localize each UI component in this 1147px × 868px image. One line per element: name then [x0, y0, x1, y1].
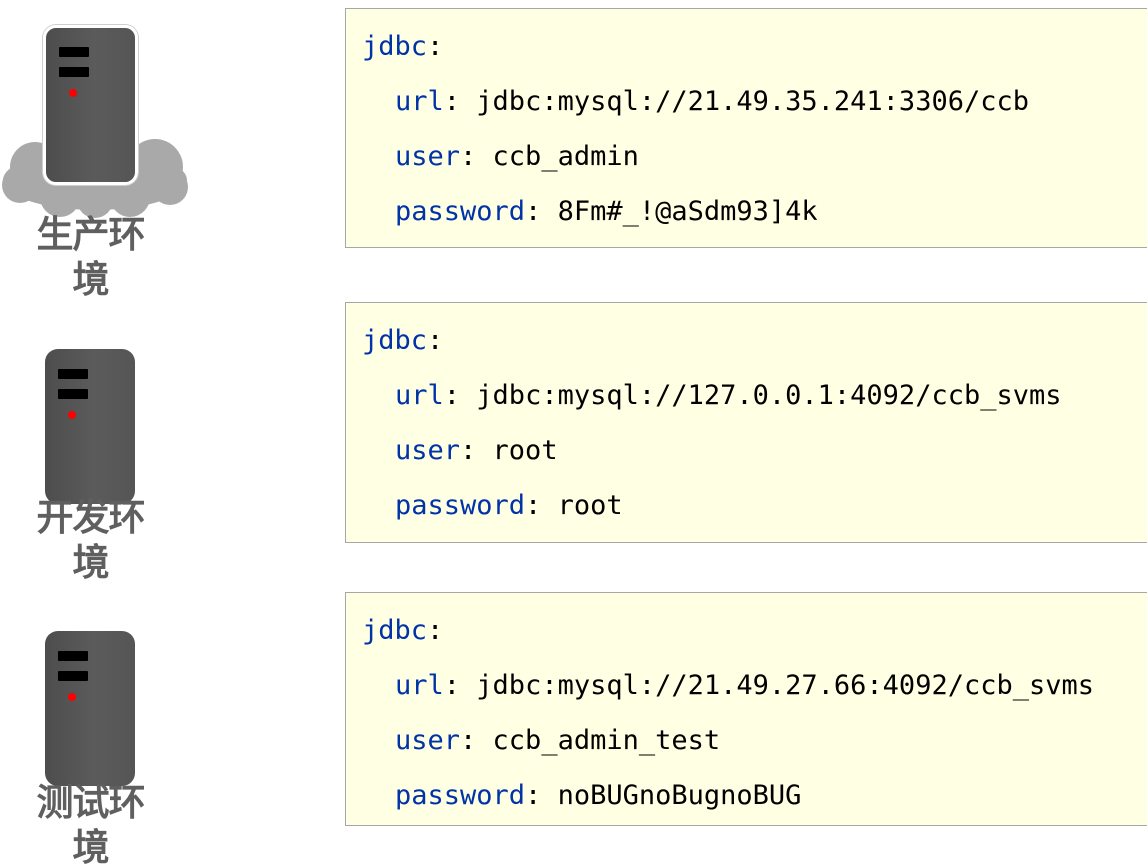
colon: :	[525, 196, 558, 227]
config-value: ccb_admin	[492, 141, 639, 172]
config-root-line: jdbc:	[362, 321, 1147, 376]
config-value: noBUGnoBugnoBUG	[557, 780, 802, 811]
colon: :	[443, 86, 477, 117]
config-url-line: url: jdbc:mysql://21.49.35.241:3306/ccb	[362, 82, 1147, 137]
colon: :	[427, 31, 444, 62]
drive-slot	[58, 369, 88, 379]
config-key: url	[395, 86, 444, 117]
config-root-line: jdbc:	[362, 611, 1147, 666]
colon: :	[427, 615, 444, 646]
config-value: ccb_admin_test	[492, 725, 721, 756]
server-icon	[45, 349, 135, 504]
drive-slot	[58, 389, 88, 399]
status-led	[68, 411, 76, 419]
config-key: jdbc	[362, 615, 428, 646]
drive-slot	[59, 47, 89, 57]
config-password-line: password: noBUGnoBugnoBUG	[362, 776, 1147, 831]
colon: :	[460, 725, 493, 756]
config-key: user	[395, 141, 461, 172]
drive-slot	[59, 67, 89, 77]
config-value: root	[492, 435, 558, 466]
config-key: url	[395, 670, 444, 701]
colon: :	[525, 780, 558, 811]
drive-slot	[58, 651, 88, 661]
server-icon	[43, 25, 138, 185]
status-led	[69, 89, 77, 97]
config-key: url	[395, 380, 444, 411]
config-box-test: jdbc: url: jdbc:mysql://21.49.27.66:4092…	[345, 592, 1147, 826]
status-led	[68, 693, 76, 701]
config-key: password	[395, 780, 526, 811]
colon: :	[460, 141, 493, 172]
drive-slot	[58, 671, 88, 681]
config-box-development: jdbc: url: jdbc:mysql://127.0.0.1:4092/c…	[345, 302, 1147, 543]
config-box-production: jdbc: url: jdbc:mysql://21.49.35.241:330…	[345, 8, 1147, 248]
config-url-line: url: jdbc:mysql://127.0.0.1:4092/ccb_svm…	[362, 376, 1147, 431]
config-user-line: user: root	[362, 431, 1147, 486]
env-label-production: 生产环境	[36, 213, 146, 301]
config-user-line: user: ccb_admin_test	[362, 721, 1147, 776]
colon: :	[460, 435, 493, 466]
config-root-line: jdbc:	[362, 27, 1147, 82]
colon: :	[443, 670, 477, 701]
config-key: user	[395, 435, 461, 466]
env-label-test: 测试环境	[36, 781, 146, 868]
config-value: jdbc:mysql://21.49.27.66:4092/ccb_svms	[476, 670, 1095, 701]
env-label-development: 开发环境	[36, 496, 146, 584]
config-value: jdbc:mysql://21.49.35.241:3306/ccb	[476, 86, 1029, 117]
config-url-line: url: jdbc:mysql://21.49.27.66:4092/ccb_s…	[362, 666, 1147, 721]
config-value: 8Fm#_!@aSdm93]4k	[557, 196, 818, 227]
colon: :	[525, 490, 558, 521]
config-value: root	[557, 490, 623, 521]
config-value: jdbc:mysql://127.0.0.1:4092/ccb_svms	[476, 380, 1062, 411]
config-key: password	[395, 490, 526, 521]
config-key: jdbc	[362, 325, 428, 356]
config-password-line: password: root	[362, 486, 1147, 541]
colon: :	[443, 380, 477, 411]
colon: :	[427, 325, 444, 356]
config-key: jdbc	[362, 31, 428, 62]
config-password-line: password: 8Fm#_!@aSdm93]4k	[362, 192, 1147, 247]
config-key: password	[395, 196, 526, 227]
config-key: user	[395, 725, 461, 756]
server-icon	[45, 631, 135, 786]
config-user-line: user: ccb_admin	[362, 137, 1147, 192]
